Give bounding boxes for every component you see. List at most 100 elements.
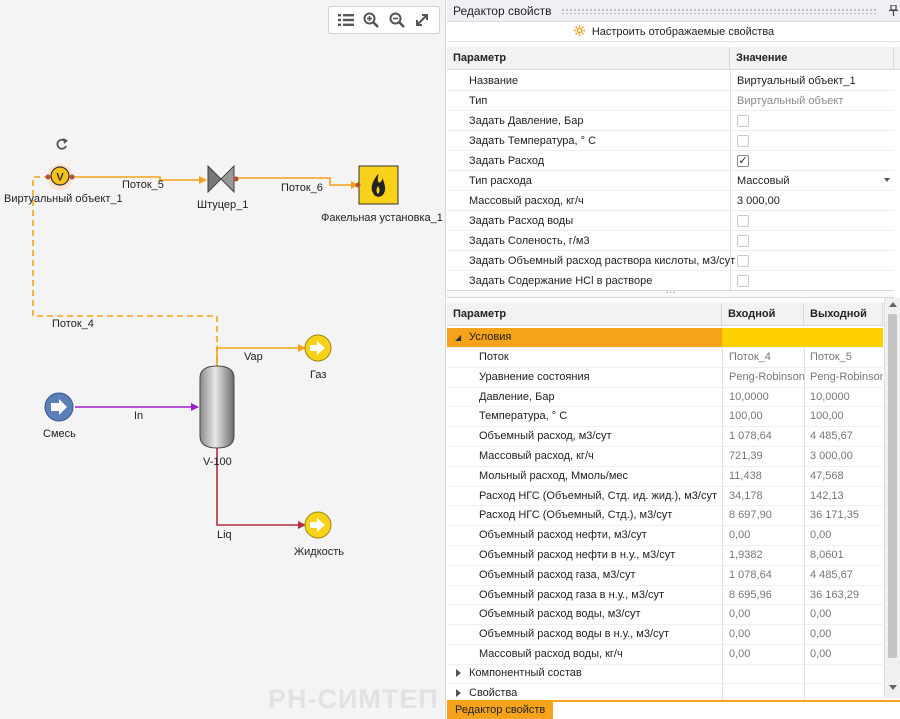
result-out-value: 36 171,35 [804,506,883,526]
result-param-label: Объемный расход нефти в н.у., м3/сут [479,549,676,561]
result-param-label: Поток [479,351,509,363]
result-param-label: Объемный расход газа в н.у., м3/сут [479,588,665,601]
fit-to-screen-icon[interactable] [412,10,432,30]
result-param-label: Массовый расход воды, кг/ч [479,648,623,660]
set-temperature-checkbox[interactable] [737,135,749,147]
result-row[interactable]: Расход НГС (Объемный, Стд. ид. жид.), м3… [447,486,883,507]
result-param-label: Объемный расход, м3/сут [479,430,612,443]
collapsed-arrow-icon[interactable] [456,689,461,697]
section-components[interactable]: Компонентный состав [447,664,883,684]
prop-row-set-pressure[interactable]: Задать Давление, Бар [447,111,894,131]
result-in-value: 8 695,96 [722,585,804,605]
result-out-value: Поток_5 [804,348,883,367]
prop-row-set-temperature[interactable]: Задать Температура, ° С [447,131,894,151]
set-water-checkbox[interactable] [737,215,749,227]
result-param-label: Объемный расход воды, м3/сут [479,608,641,621]
grid-splitter[interactable]: ··· [447,288,894,298]
set-salinity-checkbox[interactable] [737,235,749,247]
virtual-object-label: Виртуальный объект_1 [4,193,123,205]
col-out-header[interactable]: Выходной [804,303,883,326]
scroll-down-icon[interactable] [889,685,897,690]
prop-row-set-water[interactable]: Задать Расход воды [447,211,894,231]
prop-row-set-salinity[interactable]: Задать Соленость, г/м3 [447,231,894,251]
col-value-header[interactable]: Значение [730,47,894,70]
virtual-object-node[interactable]: V [45,164,75,190]
col-in-header[interactable]: Входной [722,303,804,326]
prop-label: Массовый расход, кг/ч [469,195,584,207]
expanded-arrow-icon[interactable]: ◢ [455,333,462,342]
prop-row-name[interactable]: Название Виртуальный объект_1 [447,71,894,91]
dropdown-arrow-icon[interactable] [884,178,890,182]
gas-label: Газ [310,369,327,381]
set-acid-checkbox[interactable] [737,255,749,267]
zoom-out-icon[interactable] [387,10,407,30]
set-hcl-checkbox[interactable] [737,275,749,287]
section-label: Компонентный состав [469,667,582,679]
scroll-up-icon[interactable] [889,302,897,307]
set-pressure-checkbox[interactable] [737,115,749,127]
refresh-icon[interactable] [56,138,68,150]
prop-label: Задать Содержание HCl в растворе [469,275,653,287]
flow-type-select[interactable]: Массовый [730,171,894,191]
liquid-product-node[interactable] [304,511,332,539]
choke-label: Штуцер_1 [197,199,249,211]
result-row[interactable]: Объемный расход газа в н.у., м3/сут 8 695… [447,585,883,606]
mix-label: Смесь [43,428,76,440]
result-out-value: 100,00 [804,407,883,427]
set-flow-checkbox[interactable]: ✓ [737,155,749,167]
flare-node[interactable] [355,165,399,205]
result-out-value: Peng-Robinson [804,367,883,387]
prop-label: Задать Соленость, г/м3 [469,235,590,247]
pin-icon[interactable] [886,5,900,16]
result-out-value: 8,0601 [804,546,883,565]
result-param-label: Объемный расход нефти, м3/сут [479,529,647,542]
prop-row-set-flow[interactable]: Задать Расход ✓ [447,151,894,171]
name-input[interactable]: Виртуальный объект_1 [730,71,894,91]
prop-row-mass-flow[interactable]: Массовый расход, кг/ч 3 000,00 [447,191,894,211]
collapsed-arrow-icon[interactable] [456,669,461,677]
section-conditions[interactable]: ◢ Условия [447,328,883,348]
result-in-value: 0,00 [722,625,804,645]
result-out-value: 36 163,29 [804,585,883,605]
tab-property-editor[interactable]: Редактор свойств [447,702,554,719]
flowsheet-canvas[interactable]: V [0,0,446,719]
stream-6-line [236,177,358,186]
separator-node[interactable] [199,365,235,449]
stream-vap-label: Vap [244,351,263,363]
mass-flow-input[interactable]: 3 000,00 [730,191,894,211]
col-param-header[interactable]: Параметр [447,47,730,70]
prop-label: Задать Расход [469,155,545,167]
result-in-value: 0,00 [722,645,804,664]
prop-row-set-acid[interactable]: Задать Объемный расход раствора кислоты,… [447,251,894,271]
choke-node[interactable] [207,164,239,194]
result-param-label: Расход НГС (Объемный, Стд. ид. жид.), м3… [479,489,718,502]
drag-handle[interactable] [561,7,876,14]
vertical-scrollbar[interactable] [884,298,900,698]
list-icon[interactable] [336,10,356,30]
gas-product-node[interactable] [304,334,332,362]
prop-label: Задать Расход воды [469,215,574,227]
section-label: Условия [469,331,512,343]
mix-feed-node[interactable] [44,392,74,422]
zoom-in-icon[interactable] [361,10,381,30]
scrollbar-thumb[interactable] [888,314,897,658]
configure-properties-button[interactable]: Настроить отображаемые свойства [447,22,900,42]
prop-row-type: Тип Виртуальный объект [447,91,894,111]
prop-row-flow-type[interactable]: Тип расхода Массовый [447,171,894,191]
result-in-value: 0,00 [722,605,804,625]
col-param-header[interactable]: Параметр [447,303,722,326]
